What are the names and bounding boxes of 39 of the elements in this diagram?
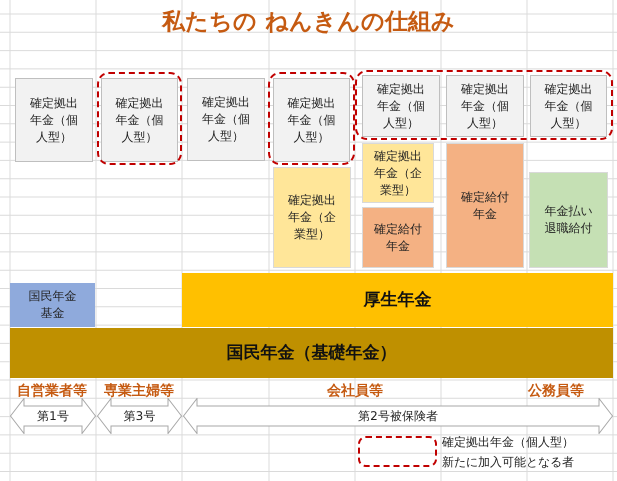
box-label: 年金払い退職給付 [544,203,594,237]
box-label: 国民年金基金 [28,288,78,322]
pension-box [187,78,265,161]
box-label: 国民年金（基礎年金） [226,342,396,364]
box-label: 確定給付年金 [373,220,423,254]
pension-box [10,283,95,327]
pension-box [273,167,351,268]
title: 私たちの ねんきんの仕組み [162,9,455,35]
box-label: 確定拠出年金（個人型） [376,80,426,132]
box-label: 確定拠出年金（個人型） [201,94,251,145]
pension-band [10,328,613,378]
pension-box [362,143,434,203]
pension-box [362,75,440,137]
box-label: 確定拠出年金（個人型） [460,80,510,132]
pension-box [530,75,607,137]
pension-box [529,172,608,268]
pension-box [446,75,524,137]
box-label: 確定拠出年金（個人型） [29,94,79,146]
box-label: 第3号 [124,408,156,424]
category-label: 専業主婦等 [104,383,174,399]
pension-box [15,78,93,162]
pension-box [273,78,350,162]
category-label: 会社員等 [327,383,383,399]
box-label: 厚生年金 [364,289,432,311]
category-label: 公務員等 [528,383,584,399]
box-label: 第1号 [37,408,69,424]
box-label: 確定給付年金 [460,188,510,222]
box-label: 確定拠出年金（企業型） [373,148,423,198]
box-label: 確定拠出年金（個人型） [114,94,164,146]
pension-box [101,78,178,162]
category-label: 自営業者等 [17,383,87,399]
box-label: 第2号被保険者 [358,408,438,424]
pension-box [446,143,524,268]
box-label: 確定拠出年金（個人型） [544,80,594,132]
box-label: 確定拠出年金（個人型） [286,94,336,146]
pension-band [182,273,613,327]
legend-text: 確定拠出年金（個人型）新たに加入可能となる者 [442,434,575,471]
box-label: 確定拠出年金（企業型） [287,192,337,243]
pension-box [362,207,434,268]
